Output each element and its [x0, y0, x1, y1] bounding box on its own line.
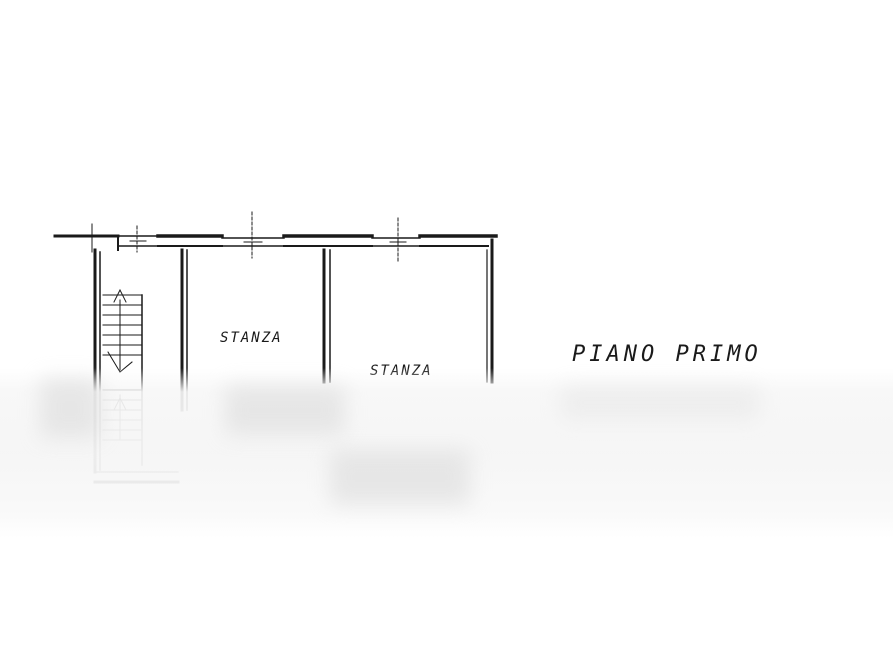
room-label-stanza-1: STANZA	[220, 330, 283, 346]
window-markers	[91, 211, 407, 263]
blurred-region	[40, 378, 100, 438]
blurred-region	[330, 450, 470, 505]
top-wall	[53, 234, 498, 251]
floor-title: PIANO PRIMO	[572, 342, 762, 367]
blurred-region	[225, 385, 345, 435]
blurred-region	[560, 385, 760, 420]
